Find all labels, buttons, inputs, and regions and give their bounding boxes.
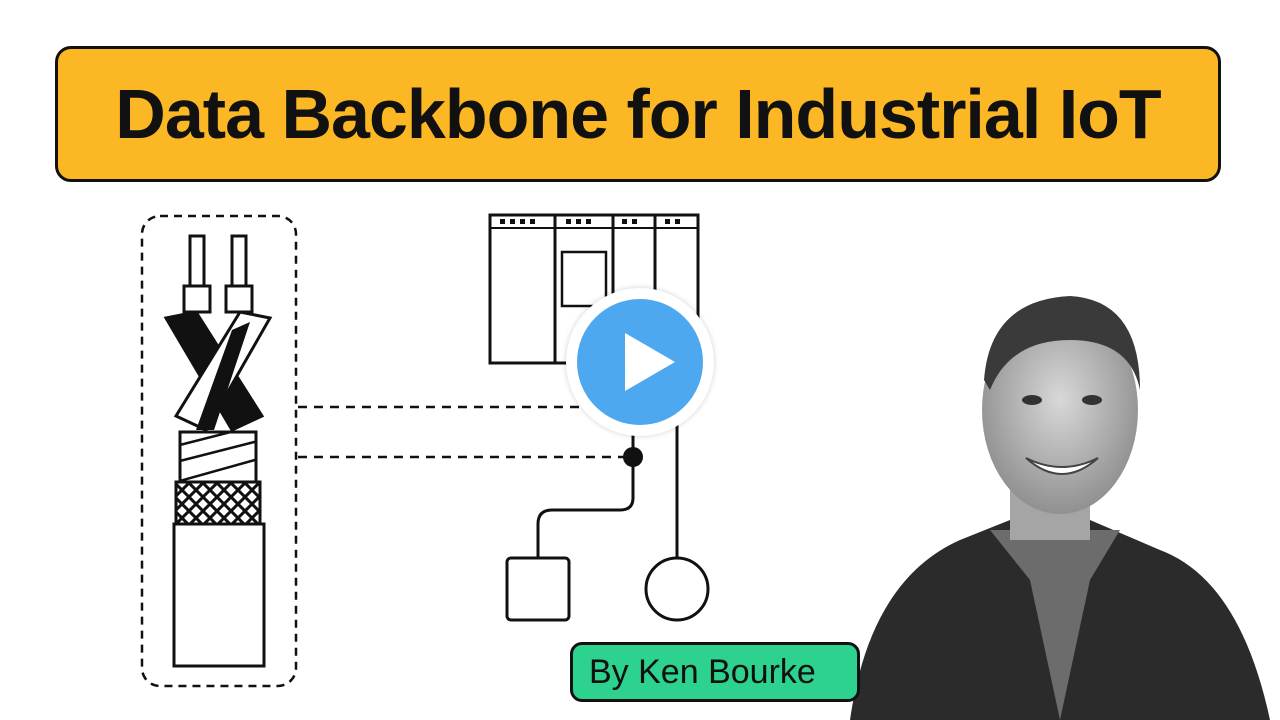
presenter-photo bbox=[850, 296, 1270, 720]
cable-frame bbox=[140, 214, 298, 688]
title-banner: Data Backbone for Industrial IoT bbox=[55, 46, 1221, 182]
author-badge: By Ken Bourke bbox=[570, 642, 860, 702]
device-circle-icon bbox=[644, 556, 710, 622]
junction-node bbox=[623, 447, 643, 467]
cable-icon bbox=[163, 234, 273, 668]
video-title: Data Backbone for Industrial IoT bbox=[115, 75, 1161, 153]
device-square-icon bbox=[505, 556, 571, 622]
play-icon bbox=[625, 333, 675, 391]
play-button-circle bbox=[577, 299, 703, 425]
author-name: By Ken Bourke bbox=[589, 652, 816, 691]
play-button[interactable] bbox=[566, 288, 714, 436]
